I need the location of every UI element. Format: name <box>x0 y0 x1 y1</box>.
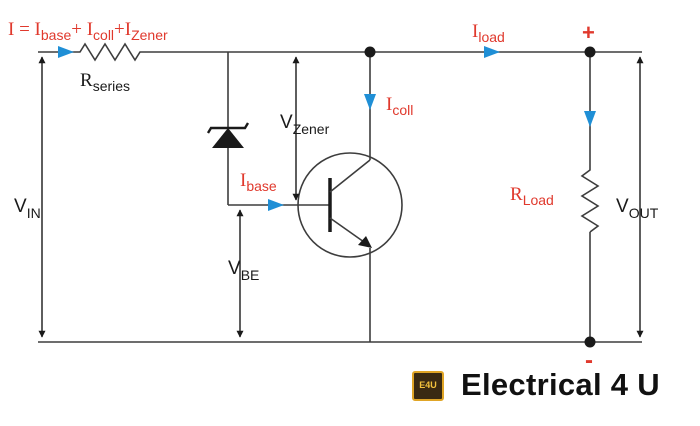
brand-logo-icon: E4U <box>412 371 444 401</box>
label-v-in: VIN <box>14 196 41 221</box>
current-arrow-rload <box>584 111 596 127</box>
brand-name: Electrical 4 U <box>461 367 660 402</box>
junction-output-bottom <box>584 336 596 348</box>
label-i-base: Ibase <box>240 170 277 194</box>
label-v-out: VOUT <box>616 196 659 221</box>
label-r-load: RLoad <box>510 184 554 208</box>
label-v-zener: VZener <box>280 112 330 137</box>
junction-collector <box>364 46 376 58</box>
label-i-load: Iload <box>472 21 505 45</box>
current-arrow-collector <box>364 94 376 110</box>
label-minus: - <box>585 347 593 374</box>
zener-diode <box>206 122 250 148</box>
npn-transistor <box>297 152 403 258</box>
current-arrow-input <box>58 46 74 58</box>
junction-output-top <box>584 46 596 58</box>
label-total-current: I = Ibase+ Icoll+IZener <box>8 19 168 43</box>
series-resistor <box>72 42 150 62</box>
label-i-coll: Icoll <box>386 94 413 118</box>
label-r-series: Rseries <box>80 70 130 94</box>
current-arrow-base <box>268 199 284 211</box>
label-v-be: VBE <box>228 258 259 283</box>
label-plus: + <box>582 20 595 45</box>
emitter-arrow <box>358 236 372 248</box>
current-arrows <box>58 46 596 211</box>
brand-chip-text: E4U <box>419 380 437 390</box>
voltage-arrows <box>38 56 644 338</box>
current-arrow-load <box>484 46 500 58</box>
load-resistor <box>580 165 600 233</box>
junctions <box>364 46 596 348</box>
